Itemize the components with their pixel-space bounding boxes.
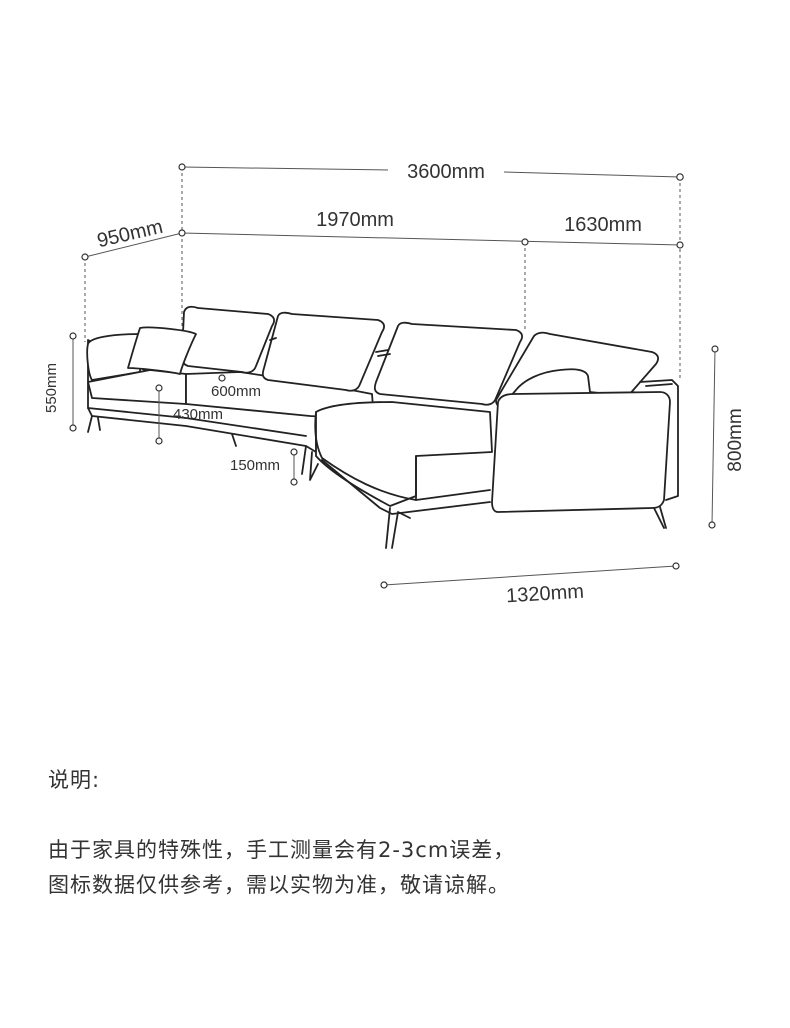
sofa-leg-mid [231, 433, 237, 447]
dim-label-middle-section: 1970mm [316, 209, 394, 231]
note-title: 说明: [48, 768, 101, 792]
dim-label-chaise-width: 1630mm [564, 214, 642, 236]
sofa-drawing [86, 305, 679, 549]
back-rail [375, 349, 391, 357]
back-cushion-1 [181, 305, 275, 374]
chaise-back-frame [639, 379, 679, 501]
dim-label-total-length: 3600mm [407, 161, 485, 183]
back-cushion-2 [261, 311, 385, 392]
dim-label-chaise-length: 1320mm [505, 581, 584, 608]
note-line-2: 图标数据仅供参考，需以实物为准，敬请谅解。 [48, 873, 510, 897]
back-cushion-3 [373, 321, 523, 406]
sofa-left-base-line [87, 407, 307, 437]
dimension-lines [72, 166, 716, 586]
chaise-base [321, 459, 491, 515]
dimension-endpoints [69, 163, 719, 589]
sofa-leg-center [301, 445, 319, 481]
back-rail-right [269, 337, 277, 341]
chaise-right-arm [491, 391, 671, 513]
sofa-leg-left-back [87, 415, 101, 433]
chaise-leg-front [385, 507, 411, 549]
dim-label-depth-left: 950mm [95, 216, 165, 252]
dim-label-height-back: 550mm [43, 363, 60, 413]
chaise-back-frame-inner [645, 383, 673, 387]
chaise-seat [315, 401, 493, 507]
dim-label-leg-height: 150mm [230, 457, 280, 474]
pillow-left [127, 326, 197, 375]
dim-label-seat-height: 430mm [173, 406, 223, 423]
note-line-1: 由于家具的特殊性，手工测量会有2-3cm误差， [48, 838, 516, 862]
dim-label-total-height: 800mm [725, 408, 746, 471]
dim-label-seat-depth: 600mm [211, 383, 261, 400]
chaise-seat-front [314, 411, 491, 501]
sofa-dimension-diagram: 3600mm 950mm 1970mm 1630mm 550mm 600mm 4… [43, 161, 746, 608]
